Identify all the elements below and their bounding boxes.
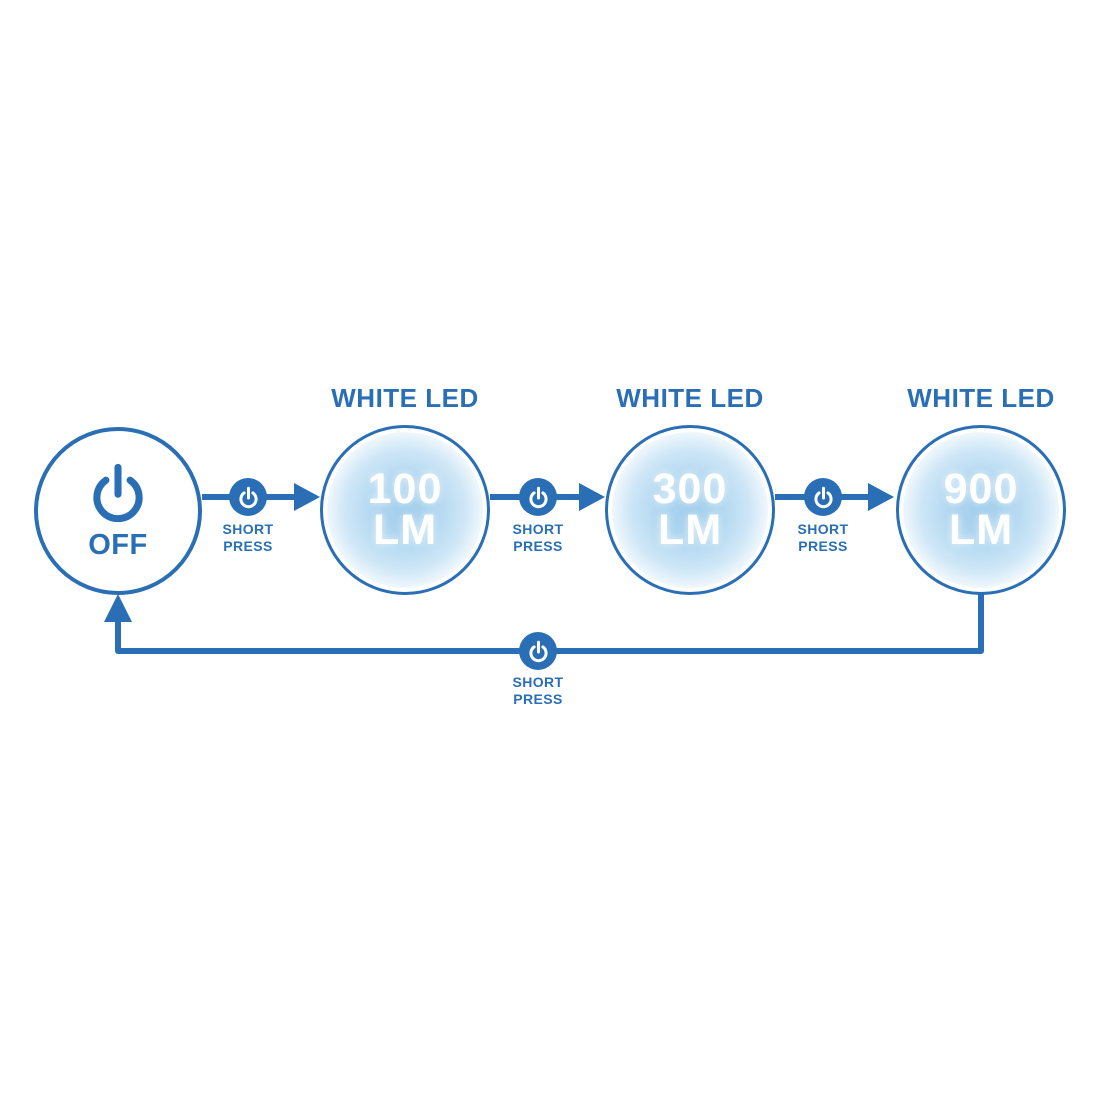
off-label: OFF bbox=[88, 529, 148, 561]
led-title-900: WHITE LED bbox=[907, 383, 1055, 413]
lumen-text: 300 LM bbox=[652, 465, 728, 554]
led-title-100: WHITE LED bbox=[331, 383, 479, 413]
power-icon bbox=[527, 640, 550, 663]
short-press-label-3: SHORT PRESS bbox=[797, 521, 849, 554]
power-icon bbox=[812, 486, 835, 509]
led-glow bbox=[327, 432, 483, 588]
arrowhead-right-3-icon bbox=[868, 483, 894, 511]
led-node-300lm: 300 LM bbox=[605, 425, 775, 595]
short-press-badge-4 bbox=[519, 632, 557, 670]
lumen-unit: LM bbox=[372, 506, 438, 554]
power-icon bbox=[527, 486, 550, 509]
power-icon bbox=[86, 460, 150, 526]
led-glow bbox=[612, 432, 768, 588]
short-press-badge-2 bbox=[519, 478, 557, 516]
lumen-value: 100 bbox=[367, 465, 443, 514]
short-press-label-2: SHORT PRESS bbox=[512, 521, 564, 554]
lumen-unit: LM bbox=[948, 506, 1014, 554]
led-node-900lm: 900 LM bbox=[896, 425, 1066, 595]
power-icon bbox=[237, 486, 260, 509]
lumen-text: 100 LM bbox=[367, 465, 443, 554]
short-press-badge-3 bbox=[804, 478, 842, 516]
lumen-value: 300 bbox=[652, 465, 728, 514]
short-press-label-1: SHORT PRESS bbox=[222, 521, 274, 554]
arrowhead-right-1-icon bbox=[294, 483, 320, 511]
lumen-unit: LM bbox=[657, 506, 723, 554]
led-title-300: WHITE LED bbox=[616, 383, 764, 413]
arrowhead-right-2-icon bbox=[579, 483, 605, 511]
led-glow bbox=[903, 432, 1059, 588]
lumen-text: 900 LM bbox=[943, 465, 1019, 554]
short-press-label-4: SHORT PRESS bbox=[512, 674, 564, 707]
led-node-100lm: 100 LM bbox=[320, 425, 490, 595]
lumen-value: 900 bbox=[943, 465, 1019, 514]
off-node: OFF bbox=[34, 427, 202, 595]
short-press-badge-1 bbox=[229, 478, 267, 516]
arrowhead-up-return-icon bbox=[104, 594, 132, 622]
